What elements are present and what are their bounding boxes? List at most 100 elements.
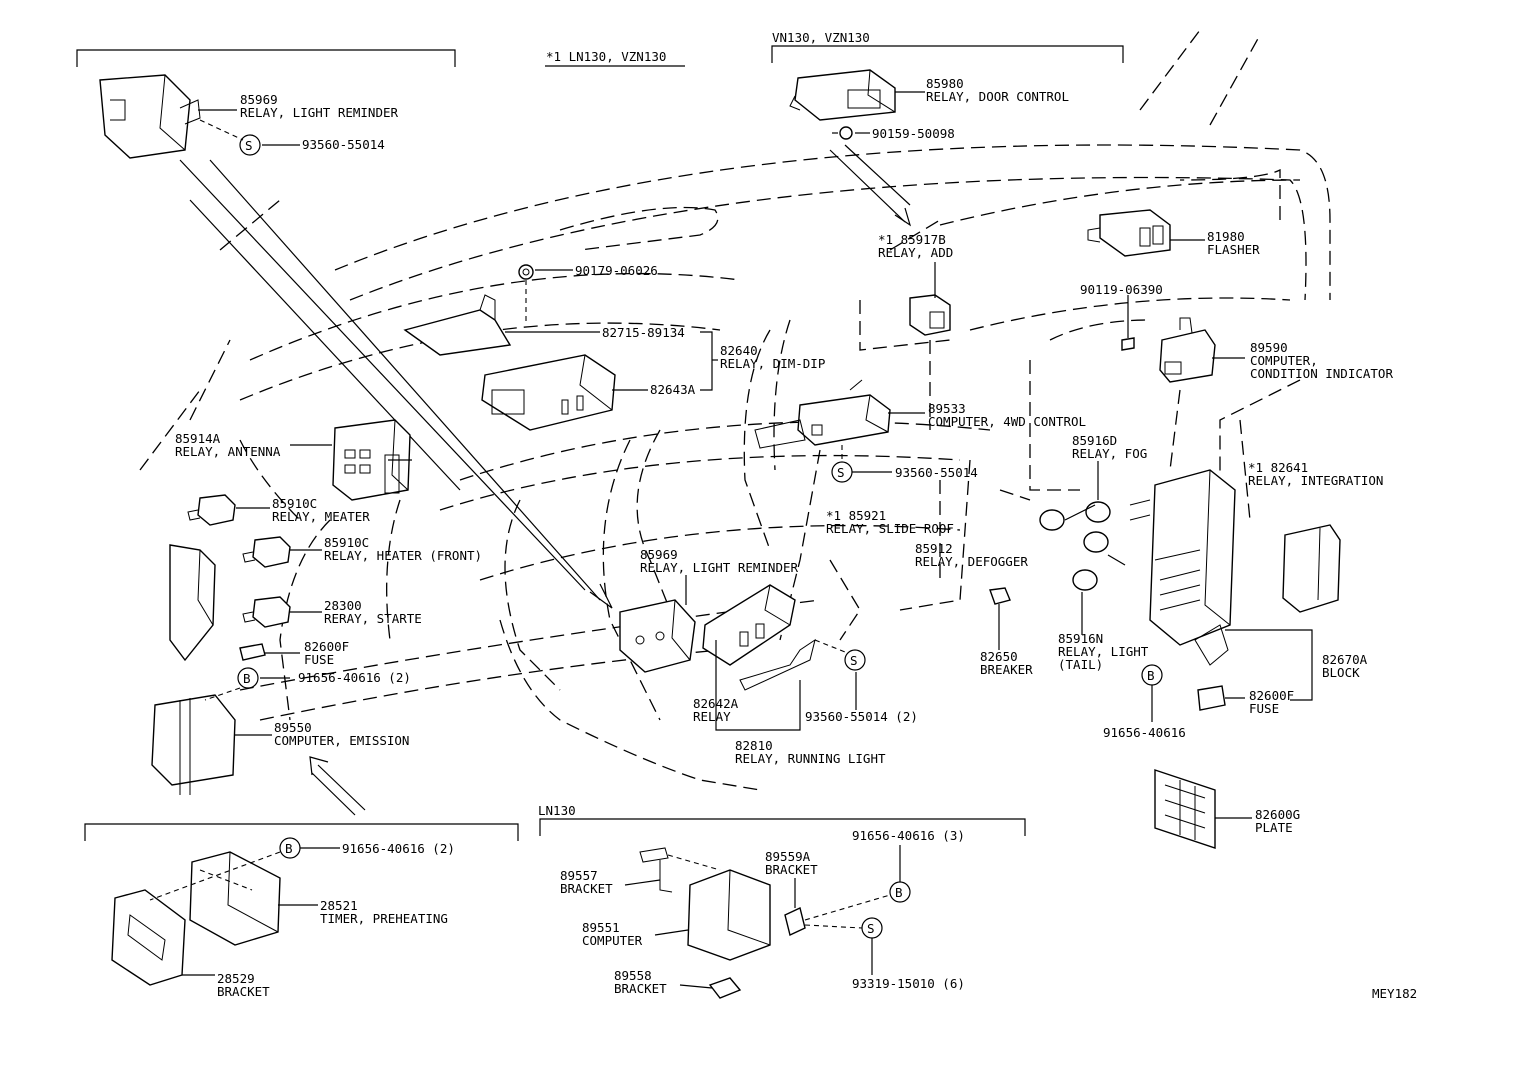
p28521-line-1: TIMER, PREHEATING [320, 911, 448, 926]
svg-text:B: B [243, 671, 251, 686]
part-89533 [754, 379, 891, 449]
p82650-line-0: 82650 [980, 649, 1018, 664]
part-90179 [518, 264, 534, 280]
p82650-line-1: BREAKER [980, 662, 1033, 677]
part-82650 [989, 587, 1011, 605]
symbol-s-mid: S [831, 461, 853, 483]
p28300-line-1: RERAY, STARTE [324, 611, 422, 626]
part-85910c-2 [242, 536, 291, 568]
part-85914a [332, 419, 411, 501]
part-89550 [151, 694, 236, 795]
p90179-line-0: 90179-06026 [575, 263, 658, 278]
p82640-line-0: 82640 [720, 343, 758, 358]
p28521-line-0: 28521 [320, 898, 358, 913]
p85910c_1-line-1: RELAY, MEATER [272, 509, 370, 524]
p85916n-line-1: RELAY, LIGHT [1058, 644, 1149, 659]
part-81980 [1087, 209, 1171, 257]
label-91656-3: 91656-40616 (3) [852, 828, 965, 843]
p28529-line-0: 28529 [217, 971, 255, 986]
p85916d-line-1: RELAY, FOG [1072, 446, 1147, 461]
p28300-line-0: 28300 [324, 598, 362, 613]
p89557-line-0: 89557 [560, 868, 598, 883]
part-89590 [1159, 317, 1216, 383]
p91656_left-line-0: 91656-40616 (2) [298, 670, 411, 685]
symbol-b-right: B [1141, 664, 1163, 686]
symbol-b-ln130: B [889, 881, 911, 903]
p89558-line-1: BRACKET [614, 981, 667, 996]
p82641-line-1: RELAY, INTEGRATION [1248, 473, 1383, 488]
p90119-line-0: 90119-06390 [1080, 282, 1163, 297]
p82640-line-1: RELAY, DIM-DIP [720, 356, 825, 371]
code-line-0: MEY182 [1372, 986, 1417, 1001]
svg-text:S: S [850, 653, 858, 668]
p82600f_right-line-1: FUSE [1249, 701, 1279, 716]
p81980-line-0: 81980 [1207, 229, 1245, 244]
p82670a-line-0: 82670A [1322, 652, 1368, 667]
p85912-line-1: RELAY, DEFOGGER [915, 554, 1028, 569]
part-82600f-right [1197, 685, 1226, 711]
pointer-arrows [179, 144, 912, 816]
p85916n-line-2: (TAIL) [1058, 657, 1103, 672]
p82600g-line-1: PLATE [1255, 820, 1293, 835]
p85912-line-0: 85912 [915, 541, 953, 556]
p85914a-line-0: 85914A [175, 431, 221, 446]
symbol-s-ln130: S [861, 917, 883, 939]
p85921-line-1: RELAY, SLIDE ROOF [826, 521, 954, 536]
p89550-line-1: COMPUTER, EMISSION [274, 733, 409, 748]
p89550-line-0: 89550 [274, 720, 312, 735]
p89551-line-0: 89551 [582, 920, 620, 935]
p89558-line-0: 89558 [614, 968, 652, 983]
part-82641 [1282, 524, 1341, 613]
p85980-line-0: 85980 [926, 76, 964, 91]
part-89559a [784, 907, 806, 936]
p85980-line-1: RELAY, DOOR CONTROL [926, 89, 1069, 104]
p93560_top-line-0: 93560-55014 [302, 137, 385, 152]
part-89551 [639, 847, 771, 961]
part-90119 [1121, 320, 1135, 351]
p85969_top-line-1: RELAY, LIGHT REMINDER [240, 105, 399, 120]
p89590-line-1: COMPUTER, [1250, 353, 1318, 368]
ln130-header: LN130 [538, 803, 576, 818]
p85910c_2-line-1: RELAY, HEATER (FRONT) [324, 548, 482, 563]
p82600f_left-line-1: FUSE [304, 652, 334, 667]
part-left-bracket [169, 544, 216, 662]
part-82715-bracket [403, 294, 512, 356]
part-82670a-block [1129, 469, 1236, 666]
label-93560-top: 93560-55014 [302, 137, 385, 152]
part-28521 [189, 851, 281, 946]
p89590-line-0: 89590 [1250, 340, 1288, 355]
p85916n-line-0: 85916N [1058, 631, 1103, 646]
label-93560-mid: 93560-55014 [895, 465, 978, 480]
p89533-line-1: COMPUTER, 4WD CONTROL [928, 414, 1086, 429]
p91656_bl-line-0: 91656-40616 (2) [342, 841, 455, 856]
p82600f_left-line-0: 82600F [304, 639, 349, 654]
p89590-line-2: CONDITION INDICATOR [1250, 366, 1393, 381]
p82810-line-1: RELAY, RUNNING LIGHT [735, 751, 886, 766]
vn130-header: VN130, VZN130 [772, 30, 870, 45]
p89559a-line-1: BRACKET [765, 862, 818, 877]
part-28300 [242, 596, 291, 628]
symbol-s-top: S [239, 134, 261, 156]
p89559a-line-0: 89559A [765, 849, 811, 864]
p89557-line-1: BRACKET [560, 881, 613, 896]
